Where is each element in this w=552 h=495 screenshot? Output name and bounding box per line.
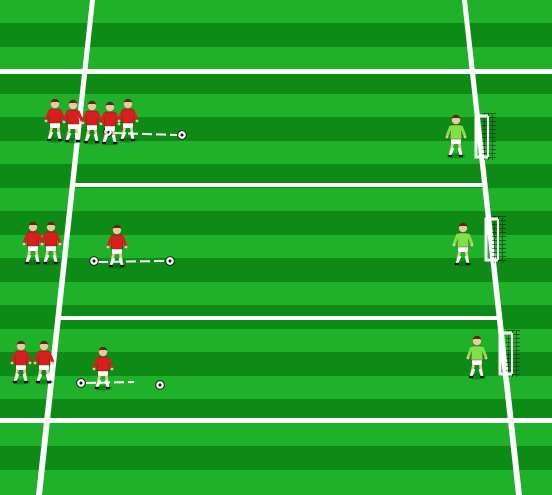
grass-stripe bbox=[0, 470, 552, 495]
ball-icon bbox=[77, 379, 86, 388]
grass-stripe bbox=[0, 423, 552, 446]
dribble-line bbox=[98, 261, 164, 262]
ball-icon bbox=[90, 257, 99, 266]
lane-separator-line-1 bbox=[70, 183, 482, 187]
ball-icon bbox=[166, 257, 175, 266]
grass-stripe bbox=[0, 211, 552, 235]
bottom-boundary-line bbox=[0, 418, 552, 423]
grass-stripe bbox=[0, 282, 552, 305]
grass-stripe bbox=[0, 0, 552, 23]
grass-stripe bbox=[0, 188, 552, 211]
grass-stripe bbox=[0, 258, 552, 282]
grass-stripe bbox=[0, 141, 552, 164]
grass-stripe bbox=[0, 446, 552, 470]
grass-stripe bbox=[0, 329, 552, 352]
lane-separator-line-2 bbox=[56, 316, 500, 320]
ball-icon bbox=[178, 131, 187, 140]
ball-icon bbox=[156, 381, 165, 390]
